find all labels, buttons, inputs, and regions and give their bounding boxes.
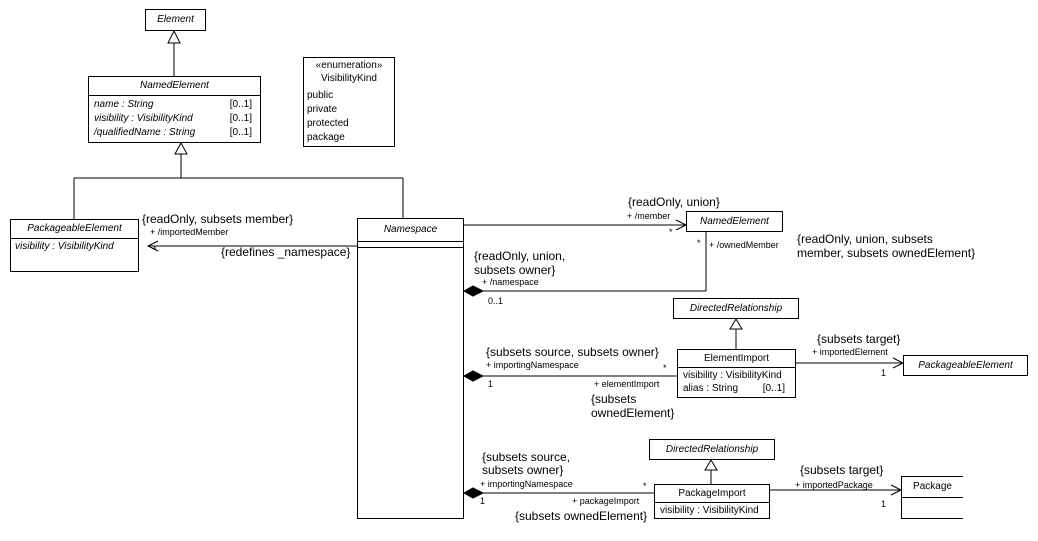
constraint-label: {readOnly, union} bbox=[628, 195, 720, 209]
enum-literal: public bbox=[307, 90, 334, 101]
enumeration-stereotype: «enumeration» bbox=[315, 60, 383, 71]
multiplicity-label: 1 bbox=[881, 368, 887, 378]
enum-literal: private bbox=[307, 104, 338, 115]
attribute-multiplicity: [0..1] bbox=[762, 383, 785, 394]
multiplicity-label: 0..1 bbox=[488, 296, 504, 306]
visibility-kind-enumeration[interactable]: «enumeration» VisibilityKind public priv… bbox=[303, 57, 395, 147]
generalization-arrowhead bbox=[167, 29, 181, 44]
constraint-label: {readOnly, union, subsets bbox=[797, 232, 933, 246]
attribute-name: /qualifiedName : String bbox=[94, 127, 196, 138]
enum-literal: package bbox=[307, 132, 345, 143]
constraint-label: ownedElement} bbox=[591, 406, 675, 420]
attribute-name: visibility : VisibilityKind bbox=[660, 505, 759, 516]
class-name: Element bbox=[157, 14, 194, 25]
role-label: + importedElement bbox=[812, 347, 888, 357]
attribute-row: /qualifiedName : String [0..1] bbox=[89, 126, 260, 140]
generalization-arrowhead bbox=[729, 318, 743, 330]
class-name: DirectedRelationship bbox=[689, 303, 783, 314]
element-import-composition-diamond bbox=[462, 370, 485, 382]
owned-member-association bbox=[483, 231, 707, 292]
class-name: Namespace bbox=[383, 224, 438, 235]
constraint-label: {subsets target} bbox=[800, 463, 884, 477]
class-name: DirectedRelationship bbox=[665, 444, 759, 455]
constraint-label: member, subsets ownedElement} bbox=[797, 246, 976, 260]
role-label: + importingNamespace bbox=[480, 479, 573, 489]
attribute-multiplicity: [0..1] bbox=[229, 99, 252, 110]
imported-member-arrowhead bbox=[146, 240, 159, 252]
constraint-label: subsets owner} bbox=[482, 463, 564, 477]
package-class[interactable]: Package bbox=[901, 476, 963, 519]
multiplicity-label: * bbox=[663, 363, 667, 373]
directed-relationship-class[interactable]: DirectedRelationship bbox=[649, 439, 775, 460]
attribute-multiplicity: [0..1] bbox=[229, 127, 252, 138]
attribute-compartment: visibility : VisibilityKind bbox=[655, 502, 769, 517]
attribute-name: name : String bbox=[94, 99, 154, 110]
role-label: + /importedMember bbox=[150, 227, 229, 237]
class-name: PackageableElement bbox=[27, 223, 122, 234]
multiplicity-label: * bbox=[643, 481, 647, 491]
constraint-label: {subsets source, subsets owner} bbox=[486, 345, 659, 359]
attribute-compartment: visibility : VisibilityKind alias : Stri… bbox=[678, 367, 795, 395]
constraint-label: {subsets ownedElement} bbox=[515, 509, 648, 523]
class-name: ElementImport bbox=[703, 353, 770, 364]
attribute-row: visibility : VisibilityKind bbox=[655, 504, 769, 517]
element-class[interactable]: Element bbox=[145, 9, 206, 31]
element-import-class[interactable]: ElementImport visibility : VisibilityKin… bbox=[677, 349, 796, 398]
package-import-class[interactable]: PackageImport visibility : VisibilityKin… bbox=[654, 484, 770, 519]
attribute-name: visibility : VisibilityKind bbox=[683, 370, 782, 381]
constraint-label: subsets owner} bbox=[474, 263, 556, 277]
generalization-arrowhead bbox=[174, 141, 188, 155]
attribute-row: visibility : VisibilityKind bbox=[11, 240, 138, 254]
attribute-row: name : String [0..1] bbox=[89, 98, 260, 112]
attribute-name: visibility : VisibilityKind bbox=[15, 241, 114, 252]
packageable-element-class[interactable]: PackageableElement visibility : Visibili… bbox=[10, 219, 139, 272]
class-name: VisibilityKind bbox=[321, 73, 377, 84]
namespace-class[interactable]: Namespace bbox=[357, 218, 464, 519]
attribute-multiplicity: [0..1] bbox=[229, 113, 252, 124]
named-element-class[interactable]: NamedElement name : String [0..1] visibi… bbox=[88, 76, 261, 143]
attribute-compartment bbox=[358, 241, 463, 247]
attribute-compartment: name : String [0..1] visibility : Visibi… bbox=[89, 95, 260, 140]
role-label: + importingNamespace bbox=[486, 360, 579, 370]
multiplicity-label: 1 bbox=[488, 379, 494, 389]
class-name: NamedElement bbox=[700, 216, 769, 227]
role-label: + /member bbox=[627, 211, 671, 221]
role-label: + importedPackage bbox=[795, 480, 873, 490]
namespace-composition-diamond bbox=[462, 285, 485, 297]
generalization-arrowhead bbox=[704, 459, 718, 471]
attribute-row: alias : String [0..1] bbox=[678, 382, 795, 395]
operation-compartment bbox=[358, 247, 463, 248]
named-element-class[interactable]: NamedElement bbox=[686, 211, 783, 232]
enum-literal: protected bbox=[307, 118, 349, 129]
constraint-label: {redefines _namespace} bbox=[221, 245, 351, 259]
packageable-element-class[interactable]: PackageableElement bbox=[903, 355, 1028, 376]
attribute-compartment: visibility : VisibilityKind bbox=[11, 238, 138, 254]
class-name: NamedElement bbox=[140, 80, 209, 91]
multiplicity-label: 1 bbox=[480, 496, 486, 506]
attribute-name: visibility : VisibilityKind bbox=[94, 113, 193, 124]
role-label: + /ownedMember bbox=[709, 240, 779, 250]
class-name: Package bbox=[913, 481, 952, 492]
attribute-row: visibility : VisibilityKind [0..1] bbox=[89, 112, 260, 126]
directed-relationship-class[interactable]: DirectedRelationship bbox=[673, 298, 799, 319]
multiplicity-label: 1 bbox=[881, 499, 887, 509]
constraint-label: {readOnly, subsets member} bbox=[142, 212, 294, 226]
attribute-row: visibility : VisibilityKind bbox=[678, 369, 795, 382]
constraint-label: {subsets bbox=[591, 392, 637, 406]
role-label: + packageImport bbox=[572, 496, 640, 506]
constraint-label: {subsets source, bbox=[482, 450, 571, 464]
multiplicity-label: * bbox=[697, 238, 701, 248]
class-name: PackageableElement bbox=[918, 360, 1013, 371]
multiplicity-label: * bbox=[153, 245, 157, 255]
attribute-name: alias : String bbox=[683, 383, 739, 394]
constraint-label: {readOnly, union, bbox=[474, 249, 566, 263]
attribute-compartment bbox=[902, 497, 963, 498]
role-label: + /namespace bbox=[482, 277, 539, 287]
class-name: PackageImport bbox=[678, 488, 746, 499]
constraint-label: {subsets target} bbox=[817, 332, 901, 346]
role-label: + elementImport bbox=[594, 379, 660, 389]
package-import-composition-diamond bbox=[462, 487, 485, 499]
multiplicity-label: * bbox=[669, 227, 673, 237]
